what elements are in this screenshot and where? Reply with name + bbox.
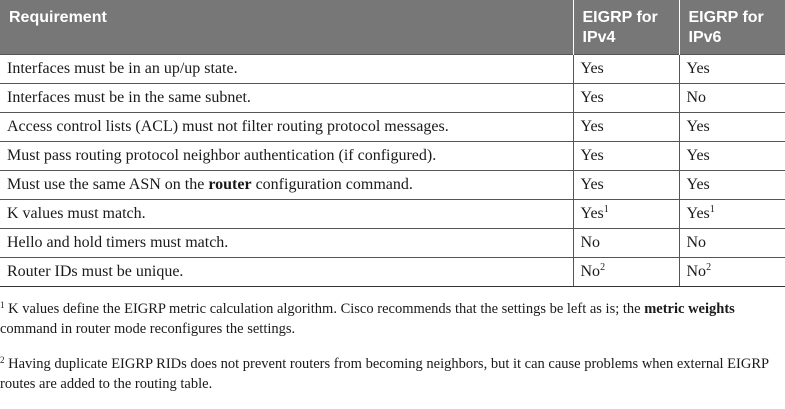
- requirement-cell: Hello and hold timers must match.: [0, 228, 574, 258]
- ipv4-cell: Yes1: [572, 199, 680, 229]
- requirement-text: Router IDs must be unique.: [7, 263, 184, 280]
- requirement-cell: Must pass routing protocol neighbor auth…: [0, 141, 574, 171]
- ipv4-cell: Yes: [572, 54, 680, 84]
- ipv6-cell: No: [678, 228, 785, 258]
- ipv4-cell: Yes: [572, 83, 680, 113]
- ipv4-cell-value: Yes: [580, 176, 604, 193]
- ipv4-cell-value: No: [580, 234, 601, 251]
- ipv6-cell-value: No: [686, 89, 707, 106]
- footnote-text: K values define the EIGRP metric calcula…: [4, 301, 645, 317]
- requirement-cell: Must use the same ASN on the router conf…: [0, 170, 574, 200]
- table-row: Hello and hold timers must match. No No: [0, 228, 785, 258]
- ipv4-cell: Yes: [572, 170, 680, 200]
- requirement-text: Must pass routing protocol neighbor auth…: [7, 147, 437, 164]
- ipv4-cell: Yes: [572, 112, 680, 142]
- footnote: 1 K values define the EIGRP metric calcu…: [0, 299, 780, 339]
- header-requirement: Requirement: [0, 0, 573, 55]
- ipv6-cell: Yes: [678, 54, 785, 84]
- ipv4-cell-value: Yes: [580, 205, 604, 222]
- requirement-command: router: [208, 176, 252, 193]
- requirement-text: Access control lists (ACL) must not filt…: [7, 118, 449, 135]
- ipv6-cell: Yes: [678, 141, 785, 171]
- requirement-cell: Router IDs must be unique.: [0, 257, 574, 287]
- requirements-table: Requirement EIGRP for IPv4 EIGRP for IPv…: [0, 0, 785, 287]
- ipv6-cell: Yes1: [678, 199, 785, 229]
- requirement-text: K values must match.: [7, 205, 146, 222]
- footnote-text-end: command in router mode reconfigures the …: [0, 321, 296, 337]
- requirement-cell: Interfaces must be in an up/up state.: [0, 54, 574, 84]
- ipv6-cell-value: Yes: [686, 118, 710, 135]
- requirement-text: Interfaces must be in an up/up state.: [7, 60, 238, 77]
- table-row: Interfaces must be in the same subnet. Ye…: [0, 83, 785, 113]
- footnotes: 1 K values define the EIGRP metric calcu…: [0, 299, 780, 409]
- footnote: 2 Having duplicate EIGRP RIDs does not p…: [0, 354, 780, 394]
- table-body: Interfaces must be in an up/up state. Yes…: [0, 54, 785, 287]
- ipv4-cell-value: Yes: [580, 147, 604, 164]
- footnote-text: Having duplicate EIGRP RIDs does not pre…: [0, 356, 769, 392]
- requirement-text-end: configuration command.: [251, 176, 413, 193]
- ipv6-cell-value: Yes: [686, 176, 710, 193]
- ipv4-cell: Yes: [572, 141, 680, 171]
- requirement-cell: K values must match.: [0, 199, 574, 229]
- footnote-number: 1: [0, 300, 5, 310]
- ipv6-cell: No2: [678, 257, 785, 287]
- ipv4-cell-value: Yes: [580, 118, 604, 135]
- footnote-marker: 1: [603, 204, 609, 215]
- requirement-text: Must use the same ASN on the: [7, 176, 209, 193]
- requirement-text: Hello and hold timers must match.: [7, 234, 229, 251]
- header-eigrp-ipv6: EIGRP for IPv6: [678, 0, 785, 55]
- table-row: Must use the same ASN on the router conf…: [0, 170, 785, 200]
- ipv6-cell-value: Yes: [686, 205, 710, 222]
- footnote-number: 2: [0, 355, 5, 365]
- table-row: Access control lists (ACL) must not filt…: [0, 112, 785, 142]
- footnote-marker: 2: [706, 262, 712, 273]
- footnote-marker: 2: [600, 262, 606, 273]
- table-row: Must pass routing protocol neighbor auth…: [0, 141, 785, 171]
- requirement-cell: Interfaces must be in the same subnet.: [0, 83, 574, 113]
- ipv6-cell: Yes: [678, 170, 785, 200]
- table-header: Requirement EIGRP for IPv4 EIGRP for IPv…: [0, 0, 785, 55]
- header-row: Requirement EIGRP for IPv4 EIGRP for IPv…: [0, 0, 785, 55]
- ipv4-cell: No2: [572, 257, 680, 287]
- ipv4-cell-value: Yes: [580, 89, 604, 106]
- header-eigrp-ipv4: EIGRP for IPv4: [572, 0, 679, 55]
- ipv6-cell-value: Yes: [686, 60, 710, 77]
- ipv4-cell-value: Yes: [580, 60, 604, 77]
- ipv4-cell-value: No: [580, 263, 601, 280]
- footnote-command: metric weights: [644, 301, 735, 317]
- requirement-text: Interfaces must be in the same subnet.: [7, 89, 251, 106]
- requirement-cell: Access control lists (ACL) must not filt…: [0, 112, 574, 142]
- ipv6-cell: No: [678, 83, 785, 113]
- ipv6-cell-value: No: [686, 263, 707, 280]
- ipv6-cell: Yes: [678, 112, 785, 142]
- table-row: Interfaces must be in an up/up state. Yes…: [0, 54, 785, 84]
- footnote-marker: 1: [709, 204, 715, 215]
- ipv6-cell-value: No: [686, 234, 707, 251]
- ipv4-cell: No: [572, 228, 680, 258]
- ipv6-cell-value: Yes: [686, 147, 710, 164]
